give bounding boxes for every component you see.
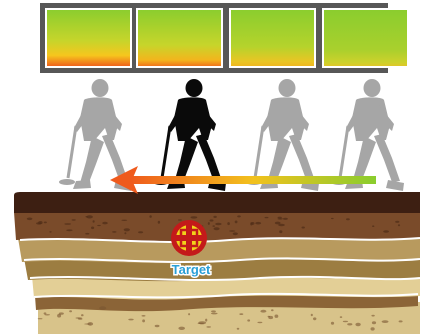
target-label: Target [172, 262, 211, 277]
signal-panel-3 [230, 9, 315, 67]
signal-panel-4 [323, 9, 408, 67]
signal-panel-1 [46, 9, 131, 67]
ground-cross-section [14, 192, 420, 334]
walker-1 [59, 79, 132, 191]
walkers [59, 79, 404, 191]
ground-surface [14, 192, 420, 213]
signal-panels [40, 3, 408, 73]
walker-4 [331, 79, 404, 191]
soil-layer-topsoil [14, 212, 420, 242]
direction-arrow-shaft [130, 176, 376, 184]
walker-3 [246, 79, 319, 191]
signal-panel-2 [137, 9, 222, 67]
direction-arrow [110, 166, 376, 194]
walker-2 [153, 79, 226, 191]
